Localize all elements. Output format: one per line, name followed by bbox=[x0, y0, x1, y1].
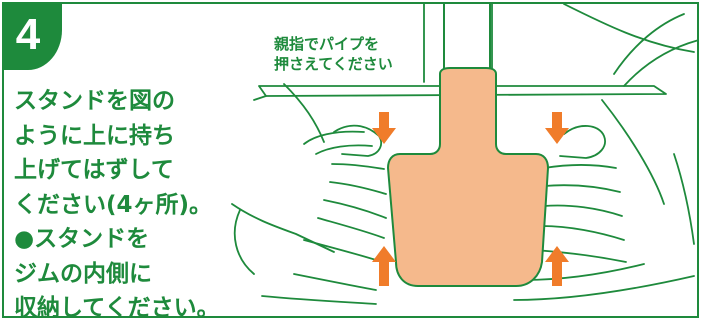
instruction-line: ください(4ヶ所)。 bbox=[14, 191, 213, 218]
hands-lifting-stand-illustration bbox=[231, 4, 697, 305]
instruction-text: スタンドを図の ように上に持ち 上げてはずして ください(4ヶ所)。 ●スタンド… bbox=[14, 84, 254, 318]
instruction-line: 収納してください。 bbox=[14, 295, 220, 318]
callout-line: 親指でパイプを bbox=[274, 35, 380, 53]
step-number: 4 bbox=[15, 10, 41, 59]
instruction-line: ように上に持ち bbox=[14, 122, 175, 149]
thumb-callout: 親指でパイプを 押さえてください bbox=[274, 34, 393, 74]
up-arrow-icon bbox=[372, 246, 396, 286]
down-arrow-icon bbox=[372, 112, 396, 144]
instruction-panel: 4 親指でパイプを 押さえてください スタンドを図の ように上に持ち 上げてはず… bbox=[2, 2, 699, 318]
instruction-line: ●スタンドを bbox=[14, 226, 150, 252]
down-arrow-icon bbox=[545, 112, 569, 144]
up-arrow-icon bbox=[545, 246, 569, 286]
instruction-line: ジムの内側に bbox=[14, 260, 152, 287]
instruction-line: 上げてはずして bbox=[14, 157, 174, 183]
instruction-line: スタンドを図の bbox=[14, 88, 175, 114]
callout-line: 押さえてください bbox=[274, 55, 393, 73]
